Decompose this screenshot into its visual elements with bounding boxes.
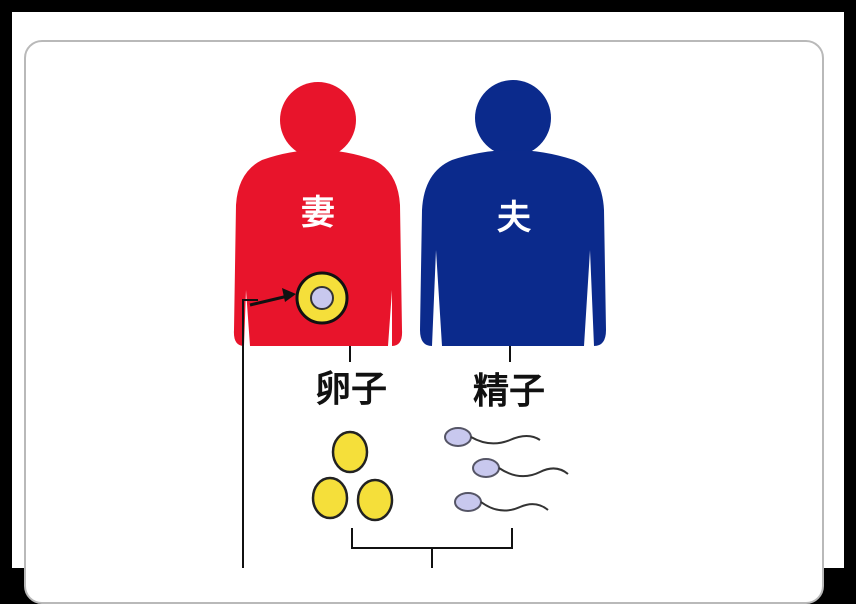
sperm-label: 精子 <box>454 374 564 410</box>
sperm-cell <box>473 459 568 477</box>
husband-head <box>475 80 551 156</box>
sperm-cell <box>445 428 540 446</box>
sperm-cell <box>455 493 548 511</box>
egg-label: 卵子 <box>296 372 406 408</box>
egg-cell <box>358 480 392 520</box>
egg-cell <box>333 432 367 472</box>
egg-cells <box>313 432 392 520</box>
joining-bracket <box>352 528 512 548</box>
wife-label: 妻 <box>288 196 348 230</box>
ovary-icon <box>297 273 347 323</box>
sperm-cells <box>445 428 568 511</box>
egg-cell <box>313 478 347 518</box>
husband-label: 夫 <box>484 201 544 235</box>
diagram-canvas <box>0 0 856 568</box>
wife-head <box>280 82 356 158</box>
husband-body <box>420 150 606 346</box>
